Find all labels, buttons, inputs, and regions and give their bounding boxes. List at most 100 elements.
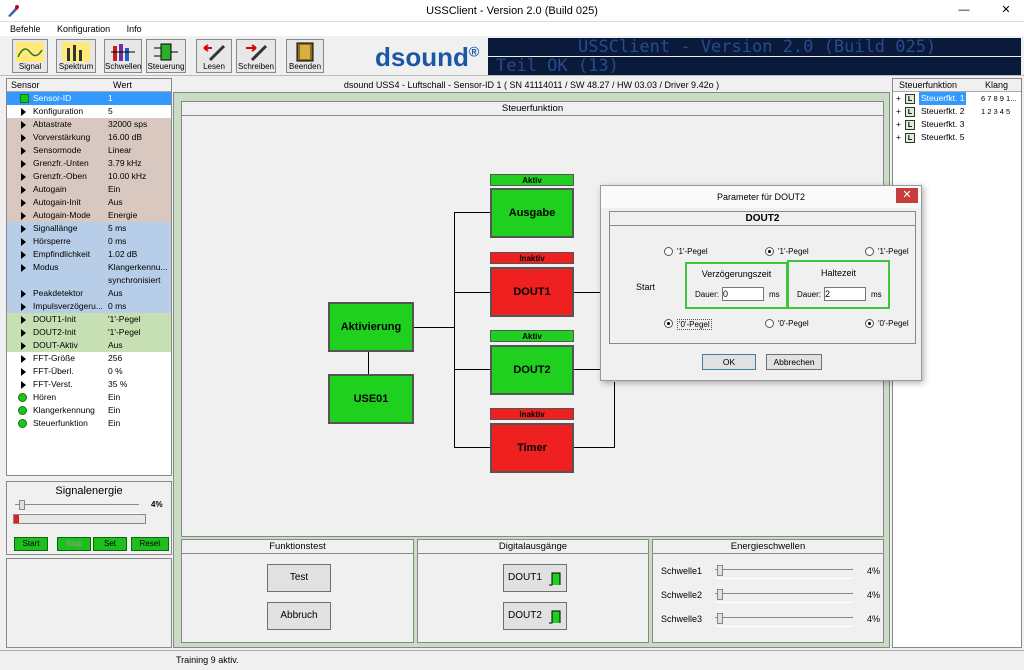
beenden-button[interactable]: Beenden [286, 39, 324, 73]
list-item[interactable]: FFT-Überl.0 % [7, 365, 171, 378]
block-ausgabe[interactable]: Ausgabe [490, 188, 574, 238]
schreiben-button[interactable]: Schreiben [236, 39, 276, 73]
threshold-label: Schwelle1 [661, 566, 703, 576]
spectrum-icon [62, 42, 90, 62]
threshold-label: Schwelle2 [661, 590, 703, 600]
dout1-button[interactable]: DOUT1 [503, 564, 567, 592]
expand-icon[interactable]: + [896, 93, 901, 103]
block-use01[interactable]: USE01 [328, 374, 414, 424]
expand-arrow-icon [21, 368, 26, 376]
radio-bottom-1[interactable] [664, 319, 673, 328]
block-dout1[interactable]: DOUT1 [490, 267, 574, 317]
reset-button[interactable]: Reset [131, 537, 169, 551]
steuerung-button[interactable]: Steuerung [146, 39, 186, 73]
minimize-button[interactable]: — [958, 4, 970, 16]
expand-arrow-icon [21, 160, 26, 168]
dialog-close-button[interactable]: ✕ [896, 188, 918, 203]
spektrum-button[interactable]: Spektrum [56, 39, 96, 73]
expand-arrow-icon [21, 316, 26, 324]
radio-bottom-2[interactable] [765, 319, 774, 328]
ok-button[interactable]: OK [702, 354, 756, 370]
expand-icon[interactable]: + [896, 119, 901, 129]
radio-top-2[interactable] [765, 247, 774, 256]
block-timer[interactable]: Timer [490, 423, 574, 473]
verzoegerung-input[interactable] [722, 287, 764, 301]
menu-info[interactable]: Info [126, 24, 142, 34]
stop-button[interactable]: Stop [57, 537, 91, 551]
list-item[interactable]: DOUT2-Init'1'-Pegel [7, 326, 171, 339]
test-button[interactable]: Test [267, 564, 331, 592]
signal-icon [16, 42, 44, 62]
energy-slider[interactable] [15, 504, 139, 514]
menu-befehle[interactable]: Befehle [10, 24, 41, 34]
list-header: Sensor Wert [7, 79, 171, 92]
expand-icon[interactable]: + [896, 132, 901, 142]
function-name: Steuerfkt. 3 [921, 119, 965, 129]
energy-slider-thumb[interactable] [19, 500, 25, 510]
function-name: Steuerfkt. 5 [921, 132, 965, 142]
list-item[interactable]: Impulsverzögeru...0 ms [7, 300, 171, 313]
param-name: Impulsverzögeru... [33, 301, 103, 311]
threshold-slider[interactable] [715, 593, 853, 603]
param-name: Sensormode [33, 145, 82, 155]
param-name: Empfindlichkeit [33, 249, 91, 259]
schwellen-button[interactable]: Schwellen [104, 39, 142, 73]
block-aktivierung[interactable]: Aktivierung [328, 302, 414, 352]
threshold-slider[interactable] [715, 617, 853, 627]
list-item[interactable]: DOUT1-Init'1'-Pegel [7, 313, 171, 326]
dout2-button[interactable]: DOUT2 [503, 602, 567, 630]
close-button[interactable]: ✕ [1001, 4, 1011, 16]
lesen-button[interactable]: Lesen [196, 39, 232, 73]
sensor-node-icon [20, 94, 29, 103]
list-item[interactable]: synchronisiert [7, 274, 171, 287]
menu-konfiguration[interactable]: Konfiguration [57, 24, 111, 34]
col-steuerfunktion: Steuerfunktion [899, 80, 958, 90]
set-button[interactable]: Set [93, 537, 127, 551]
list-item[interactable]: FFT-Verst.35 % [7, 378, 171, 391]
threshold-slider-thumb[interactable] [717, 613, 723, 624]
param-name: Steuerfunktion [33, 418, 88, 428]
threshold-slider[interactable] [715, 569, 853, 579]
signal-button[interactable]: Signal [12, 39, 48, 73]
radio-top-1[interactable] [664, 247, 673, 256]
state-dout2: Aktiv [490, 330, 574, 342]
abbrechen-button[interactable]: Abbrechen [766, 354, 822, 370]
radio-bottom-3[interactable] [865, 319, 874, 328]
threshold-slider-thumb[interactable] [717, 589, 723, 600]
expand-icon[interactable]: + [896, 106, 901, 116]
abbruch-button[interactable]: Abbruch [267, 602, 331, 630]
threshold-slider-thumb[interactable] [717, 565, 723, 576]
start-button[interactable]: Start [14, 537, 48, 551]
block-dout2[interactable]: DOUT2 [490, 345, 574, 395]
param-name: Signallänge [33, 223, 78, 233]
haltezeit-input[interactable] [824, 287, 866, 301]
radio-top-3[interactable] [865, 247, 874, 256]
